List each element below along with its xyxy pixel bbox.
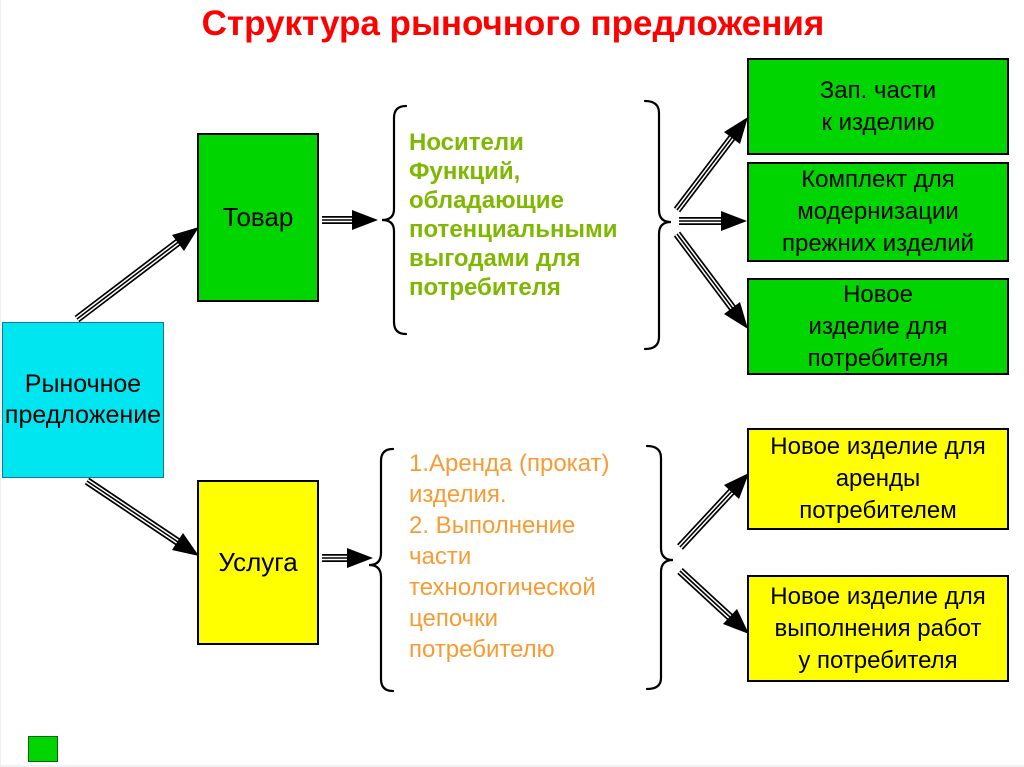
service-note: 1.Аренда (прокат) изделия. 2. Выполнение… (409, 450, 610, 663)
brace-service-left (368, 447, 395, 693)
service-box: Услуга (197, 480, 319, 645)
product-box-label: Товар (222, 202, 294, 232)
arrow-to-upgrade-kit (679, 211, 747, 231)
corner-decoration-square (28, 736, 58, 762)
root-box-label: Рыночное предложение (4, 370, 162, 429)
arrow-to-new-product (673, 231, 748, 329)
product-output-new-product: Новое изделие для потребителя (747, 278, 1009, 375)
product-note: Носители Функций, обладающие потенциальн… (409, 129, 618, 301)
arrow-root-to-product (74, 227, 199, 323)
brace-product-left (381, 104, 408, 336)
service-output-work-execution: Новое изделие для выполнения работ у пот… (747, 575, 1009, 682)
product-box: Товар (197, 133, 319, 302)
page-title: Структура рыночного предложения (201, 4, 825, 43)
arrow-to-rental (677, 473, 749, 550)
arrow-to-work-execution (677, 568, 749, 634)
product-output-spare-parts: Зап. части к изделию (747, 58, 1009, 155)
arrow-to-spare-parts (673, 117, 748, 213)
arrow-root-to-service (84, 477, 199, 556)
product-output-upgrade-kit: Комплект для модернизации прежних издели… (747, 162, 1009, 262)
root-box-market-offer: Рыночное предложение (2, 322, 164, 478)
service-box-label: Услуга (218, 547, 298, 577)
arrow-service-to-note (322, 548, 373, 568)
arrow-product-to-note (322, 210, 378, 230)
service-output-rental: Новое изделие для аренды потребителем (747, 428, 1009, 530)
